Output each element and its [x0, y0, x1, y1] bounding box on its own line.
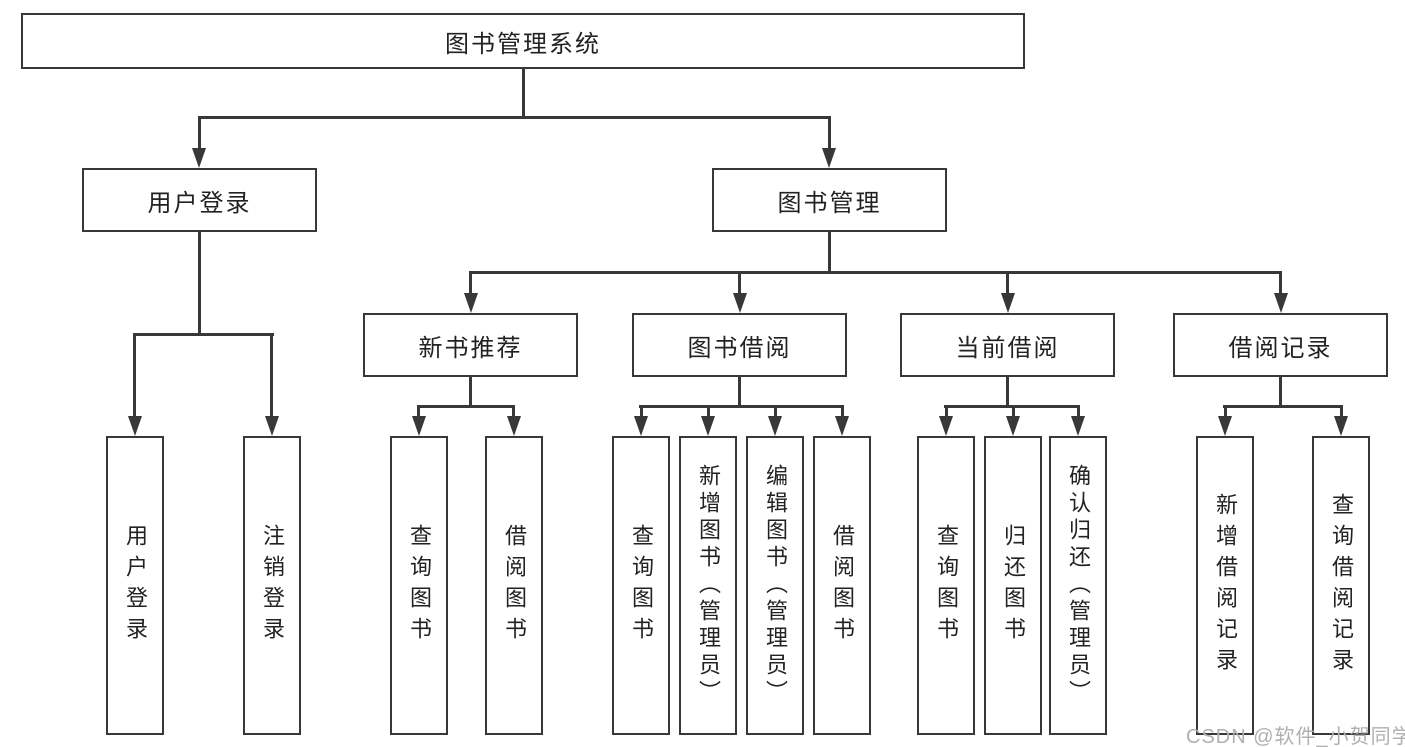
connector-line [512, 406, 515, 418]
connector-line [774, 406, 777, 418]
arrow-down-icon [939, 416, 953, 436]
connector-line [469, 271, 1282, 274]
node-leaf-user-login: 用户登录 [106, 436, 164, 735]
node-leaf-query-book-2: 查询图书 [612, 436, 670, 735]
arrow-down-icon [192, 148, 206, 168]
connector-line [707, 406, 710, 418]
connector-line [1006, 273, 1009, 295]
connector-line [828, 118, 831, 150]
arrow-down-icon [835, 416, 849, 436]
arrow-down-icon [822, 148, 836, 168]
connector-line [198, 118, 201, 150]
connector-line [1279, 377, 1282, 407]
node-leaf-query-book-1: 查询图书 [390, 436, 448, 735]
node-leaf-confirm-return: 确认归还（管理员） [1049, 436, 1107, 735]
arrow-down-icon [265, 416, 279, 436]
arrow-down-icon [1006, 416, 1020, 436]
arrow-down-icon [1218, 416, 1232, 436]
connector-line [828, 232, 831, 273]
connector-line [1012, 406, 1015, 418]
node-new-book-recommend: 新书推荐 [363, 313, 578, 377]
arrow-down-icon [1334, 416, 1348, 436]
node-leaf-add-book: 新增图书（管理员） [679, 436, 737, 735]
node-root: 图书管理系统 [21, 13, 1025, 69]
connector-line [1006, 377, 1009, 407]
connector-line [469, 273, 472, 295]
arrow-down-icon [1071, 416, 1085, 436]
connector-line [841, 406, 844, 418]
connector-line [738, 273, 741, 295]
arrow-down-icon [507, 416, 521, 436]
arrow-down-icon [701, 416, 715, 436]
arrow-down-icon [128, 416, 142, 436]
connector-line [417, 405, 515, 408]
node-leaf-borrow-book-1: 借阅图书 [485, 436, 543, 735]
connector-line [198, 116, 831, 119]
connector-line [1340, 406, 1343, 418]
connector-line [945, 406, 948, 418]
arrow-down-icon [464, 293, 478, 313]
node-leaf-query-borrow-record: 查询借阅记录 [1312, 436, 1370, 735]
connector-line [1224, 406, 1227, 418]
node-book-borrow: 图书借阅 [632, 313, 847, 377]
node-leaf-logout: 注销登录 [243, 436, 301, 735]
connector-line [198, 232, 201, 335]
watermark: CSDN @软件_小贺同学 [1186, 726, 1405, 747]
connector-line [270, 335, 273, 418]
connector-line [640, 406, 643, 418]
arrow-down-icon [733, 293, 747, 313]
connector-line [469, 377, 472, 407]
node-user-login: 用户登录 [82, 168, 317, 232]
node-borrow-records: 借阅记录 [1173, 313, 1388, 377]
arrow-down-icon [634, 416, 648, 436]
node-current-borrow: 当前借阅 [900, 313, 1115, 377]
connector-line [133, 335, 136, 418]
arrow-down-icon [412, 416, 426, 436]
connector-line [639, 405, 844, 408]
arrow-down-icon [1001, 293, 1015, 313]
node-book-management: 图书管理 [712, 168, 947, 232]
arrow-down-icon [1274, 293, 1288, 313]
connector-line [1077, 406, 1080, 418]
node-leaf-query-book-3: 查询图书 [917, 436, 975, 735]
node-leaf-add-borrow-record: 新增借阅记录 [1196, 436, 1254, 735]
connector-line [522, 69, 525, 118]
connector-line [738, 377, 741, 407]
connector-line [1223, 405, 1343, 408]
connector-line [1279, 273, 1282, 295]
node-leaf-edit-book: 编辑图书（管理员） [746, 436, 804, 735]
connector-line [417, 406, 420, 418]
arrow-down-icon [768, 416, 782, 436]
connector-line [133, 333, 274, 336]
node-leaf-borrow-book-2: 借阅图书 [813, 436, 871, 735]
node-leaf-return-book: 归还图书 [984, 436, 1042, 735]
